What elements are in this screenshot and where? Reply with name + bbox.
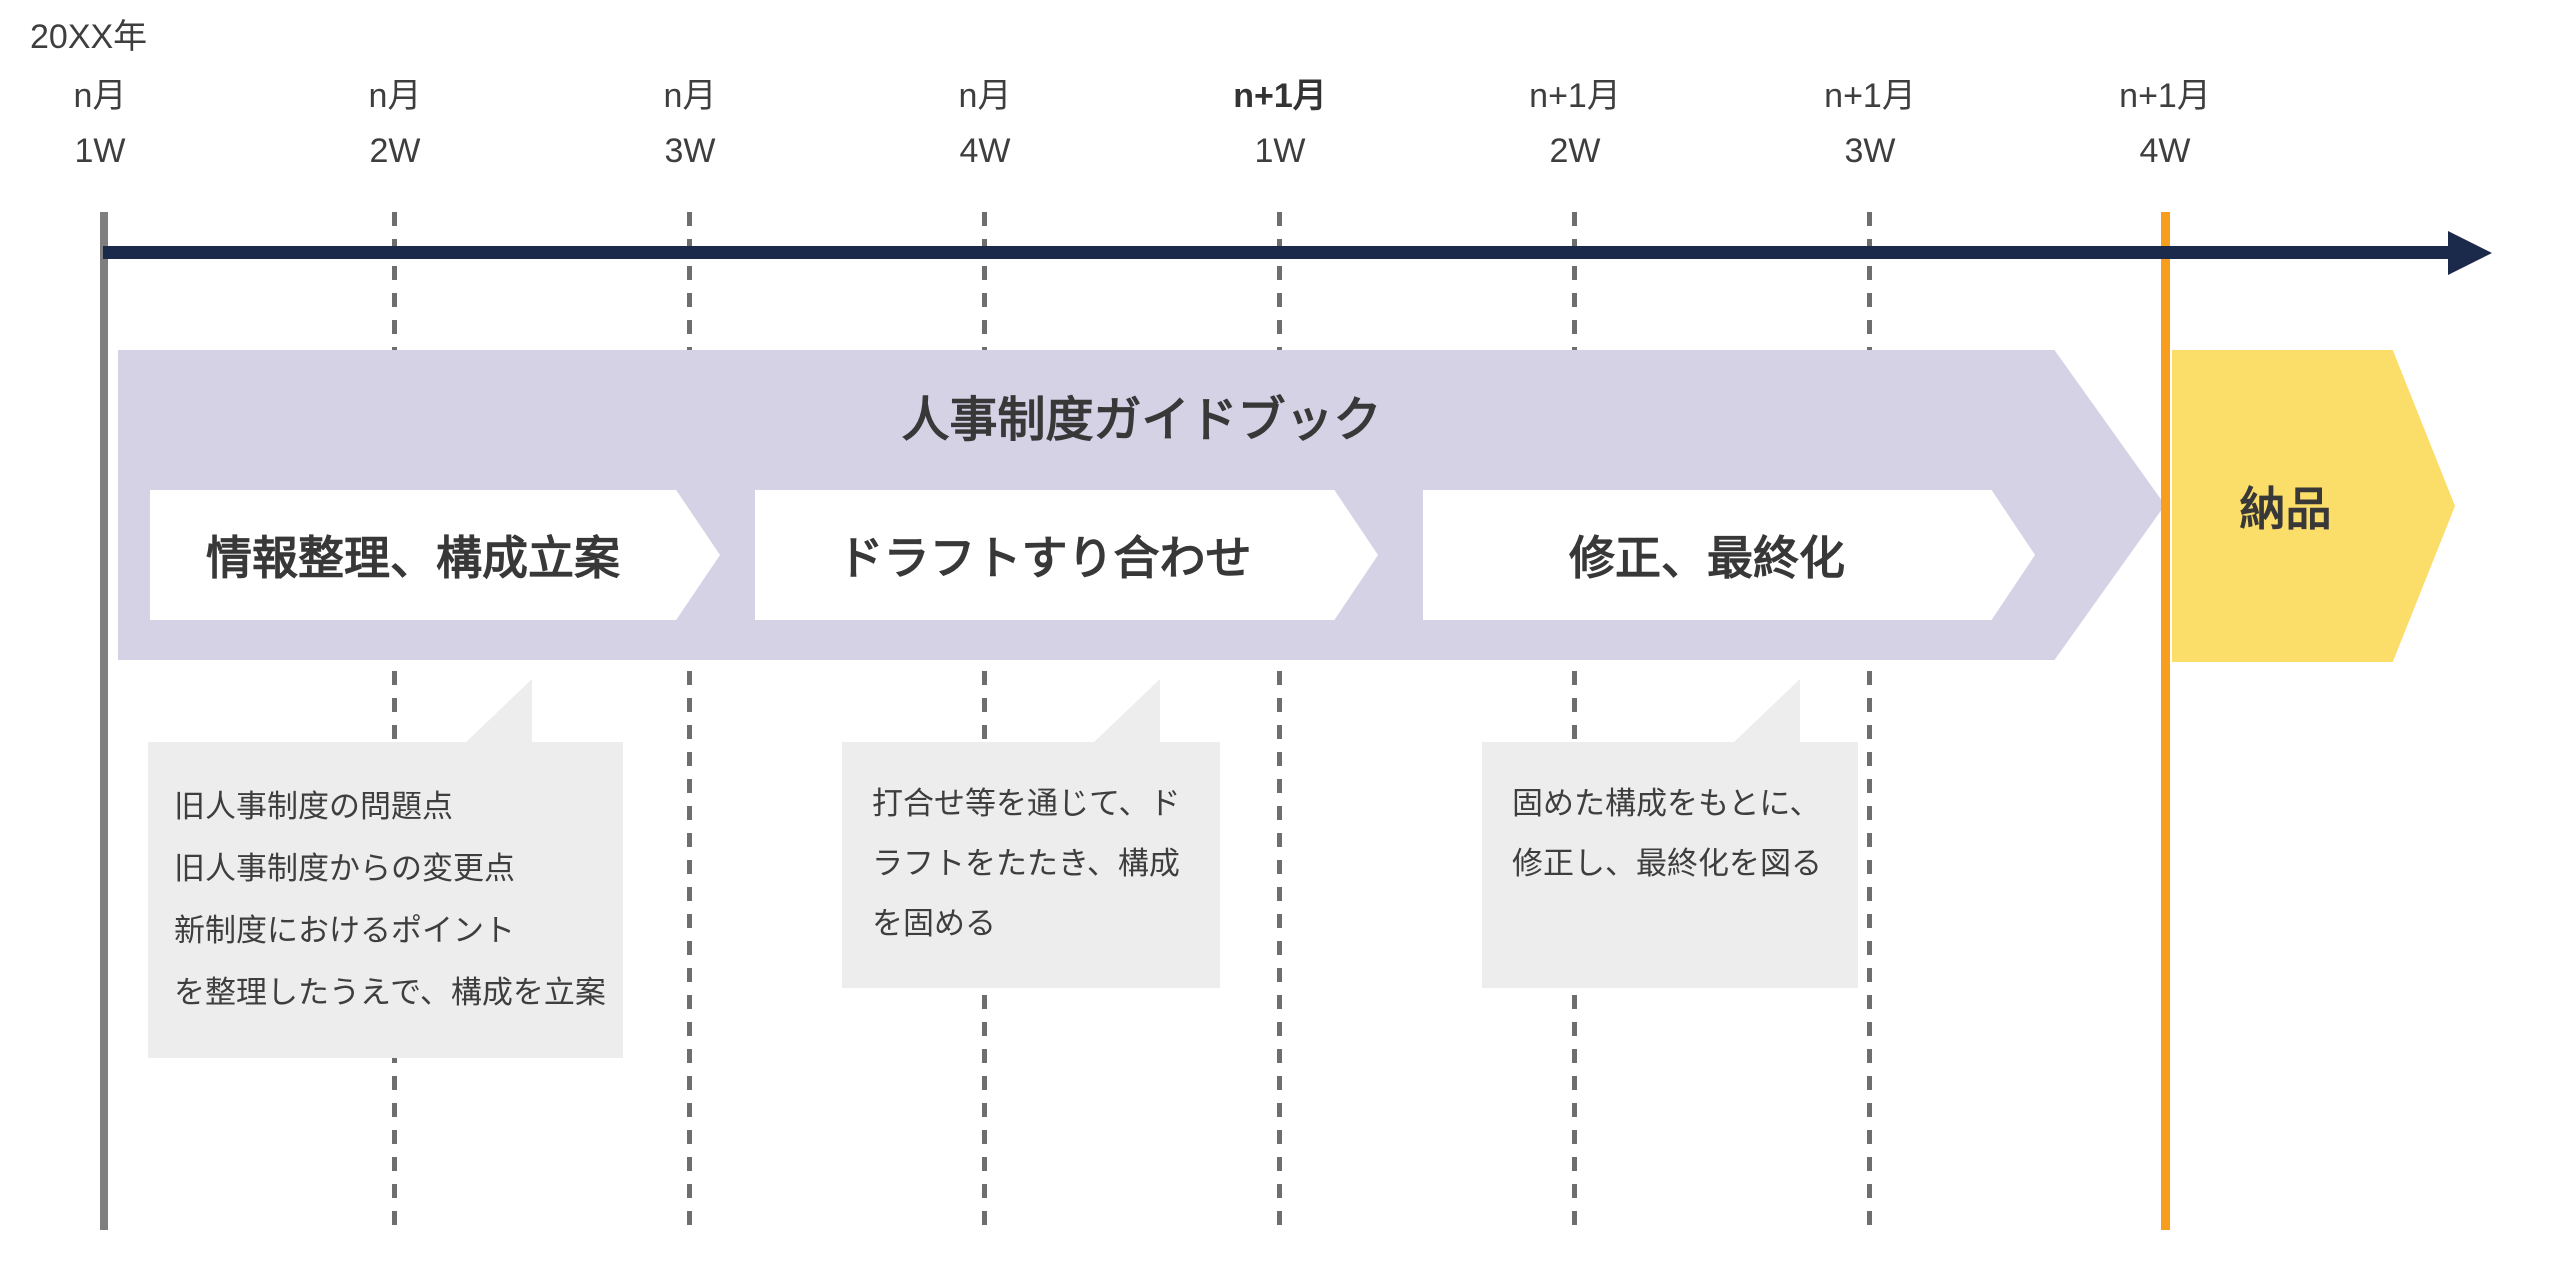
column-month: n+1月 [2119,77,2211,115]
column-week: 3W [664,132,716,170]
column-month: n+1月 [1824,77,1916,115]
note-line: ラフトをたたき、構成 [872,846,1180,881]
column-label-6: n+1月 2W [1465,74,1685,173]
gridline-week6 [1572,212,1577,1230]
note-line: 新制度におけるポイント [174,913,515,948]
column-month: n+1月 [1529,77,1621,115]
column-month: n月 [73,77,127,115]
note-line: 旧人事制度からの変更点 [174,851,515,886]
column-label-8: n+1月 4W [2055,74,2275,173]
gridline-week3 [687,212,692,1230]
note-line: 旧人事制度の問題点 [174,789,453,824]
note-line: 固めた構成をもとに、 [1512,786,1821,821]
callout-pointer-icon [1093,679,1160,743]
phase-label: ドラフトすり合わせ [837,532,1252,584]
callout-note-3: 固めた構成をもとに、 修正し、最終化を図る [1482,679,1858,988]
column-label-3: n月 3W [580,74,800,173]
callout-pointer-icon [465,679,532,743]
note-line: 打合せ等を通じて、ド [872,786,1181,821]
callout-pointer-icon [1733,679,1800,743]
gridline-week7 [1867,212,1872,1230]
phase-label: 修正、最終化 [1569,532,1845,584]
gridline-week5 [1277,212,1282,1230]
year-label: 20XX年 [30,18,148,56]
column-week: 1W [1254,132,1306,170]
start-line [100,212,108,1230]
phase-label: 情報整理、構成立案 [206,532,620,584]
phase-arrow-1: 情報整理、構成立案 [150,490,720,620]
column-label-1: n月 1W [0,74,210,173]
column-month: n月 [958,77,1012,115]
column-month: n+1月 [1233,77,1327,115]
note-line: を固める [872,906,996,941]
timeline-axis-arrow [103,246,2448,259]
phase-arrow-3: 修正、最終化 [1423,490,2035,620]
phase-band-title: 人事制度ガイドブック [901,394,1382,447]
column-month: n月 [368,77,422,115]
note-line: 修正し、最終化を図る [1512,846,1822,881]
column-label-5: n+1月 1W [1170,74,1390,173]
callout-note-2: 打合せ等を通じて、ド ラフトをたたき、構成 を固める [842,679,1220,988]
note-line: を整理したうえで、構成を立案 [174,975,606,1010]
delivery-milestone-line [2161,212,2170,1230]
callout-note-1: 旧人事制度の問題点 旧人事制度からの変更点 新制度におけるポイント を整理したう… [148,679,623,1058]
column-label-7: n+1月 3W [1760,74,1980,173]
phase-arrow-2: ドラフトすり合わせ [755,490,1378,620]
column-month: n月 [663,77,717,115]
column-label-2: n月 2W [285,74,505,173]
gridline-week4 [982,212,987,1230]
column-week: 2W [1549,132,1601,170]
column-week: 1W [74,132,126,170]
delivery-label: 納品 [2239,483,2332,535]
column-week: 3W [1844,132,1896,170]
column-week: 2W [369,132,421,170]
arrow-head-icon [2448,231,2492,275]
gridline-week2 [392,212,397,1230]
column-week: 4W [2139,132,2191,170]
column-label-4: n月 4W [875,74,1095,173]
delivery-pentagon: 納品 [2172,350,2455,662]
column-week: 4W [959,132,1011,170]
